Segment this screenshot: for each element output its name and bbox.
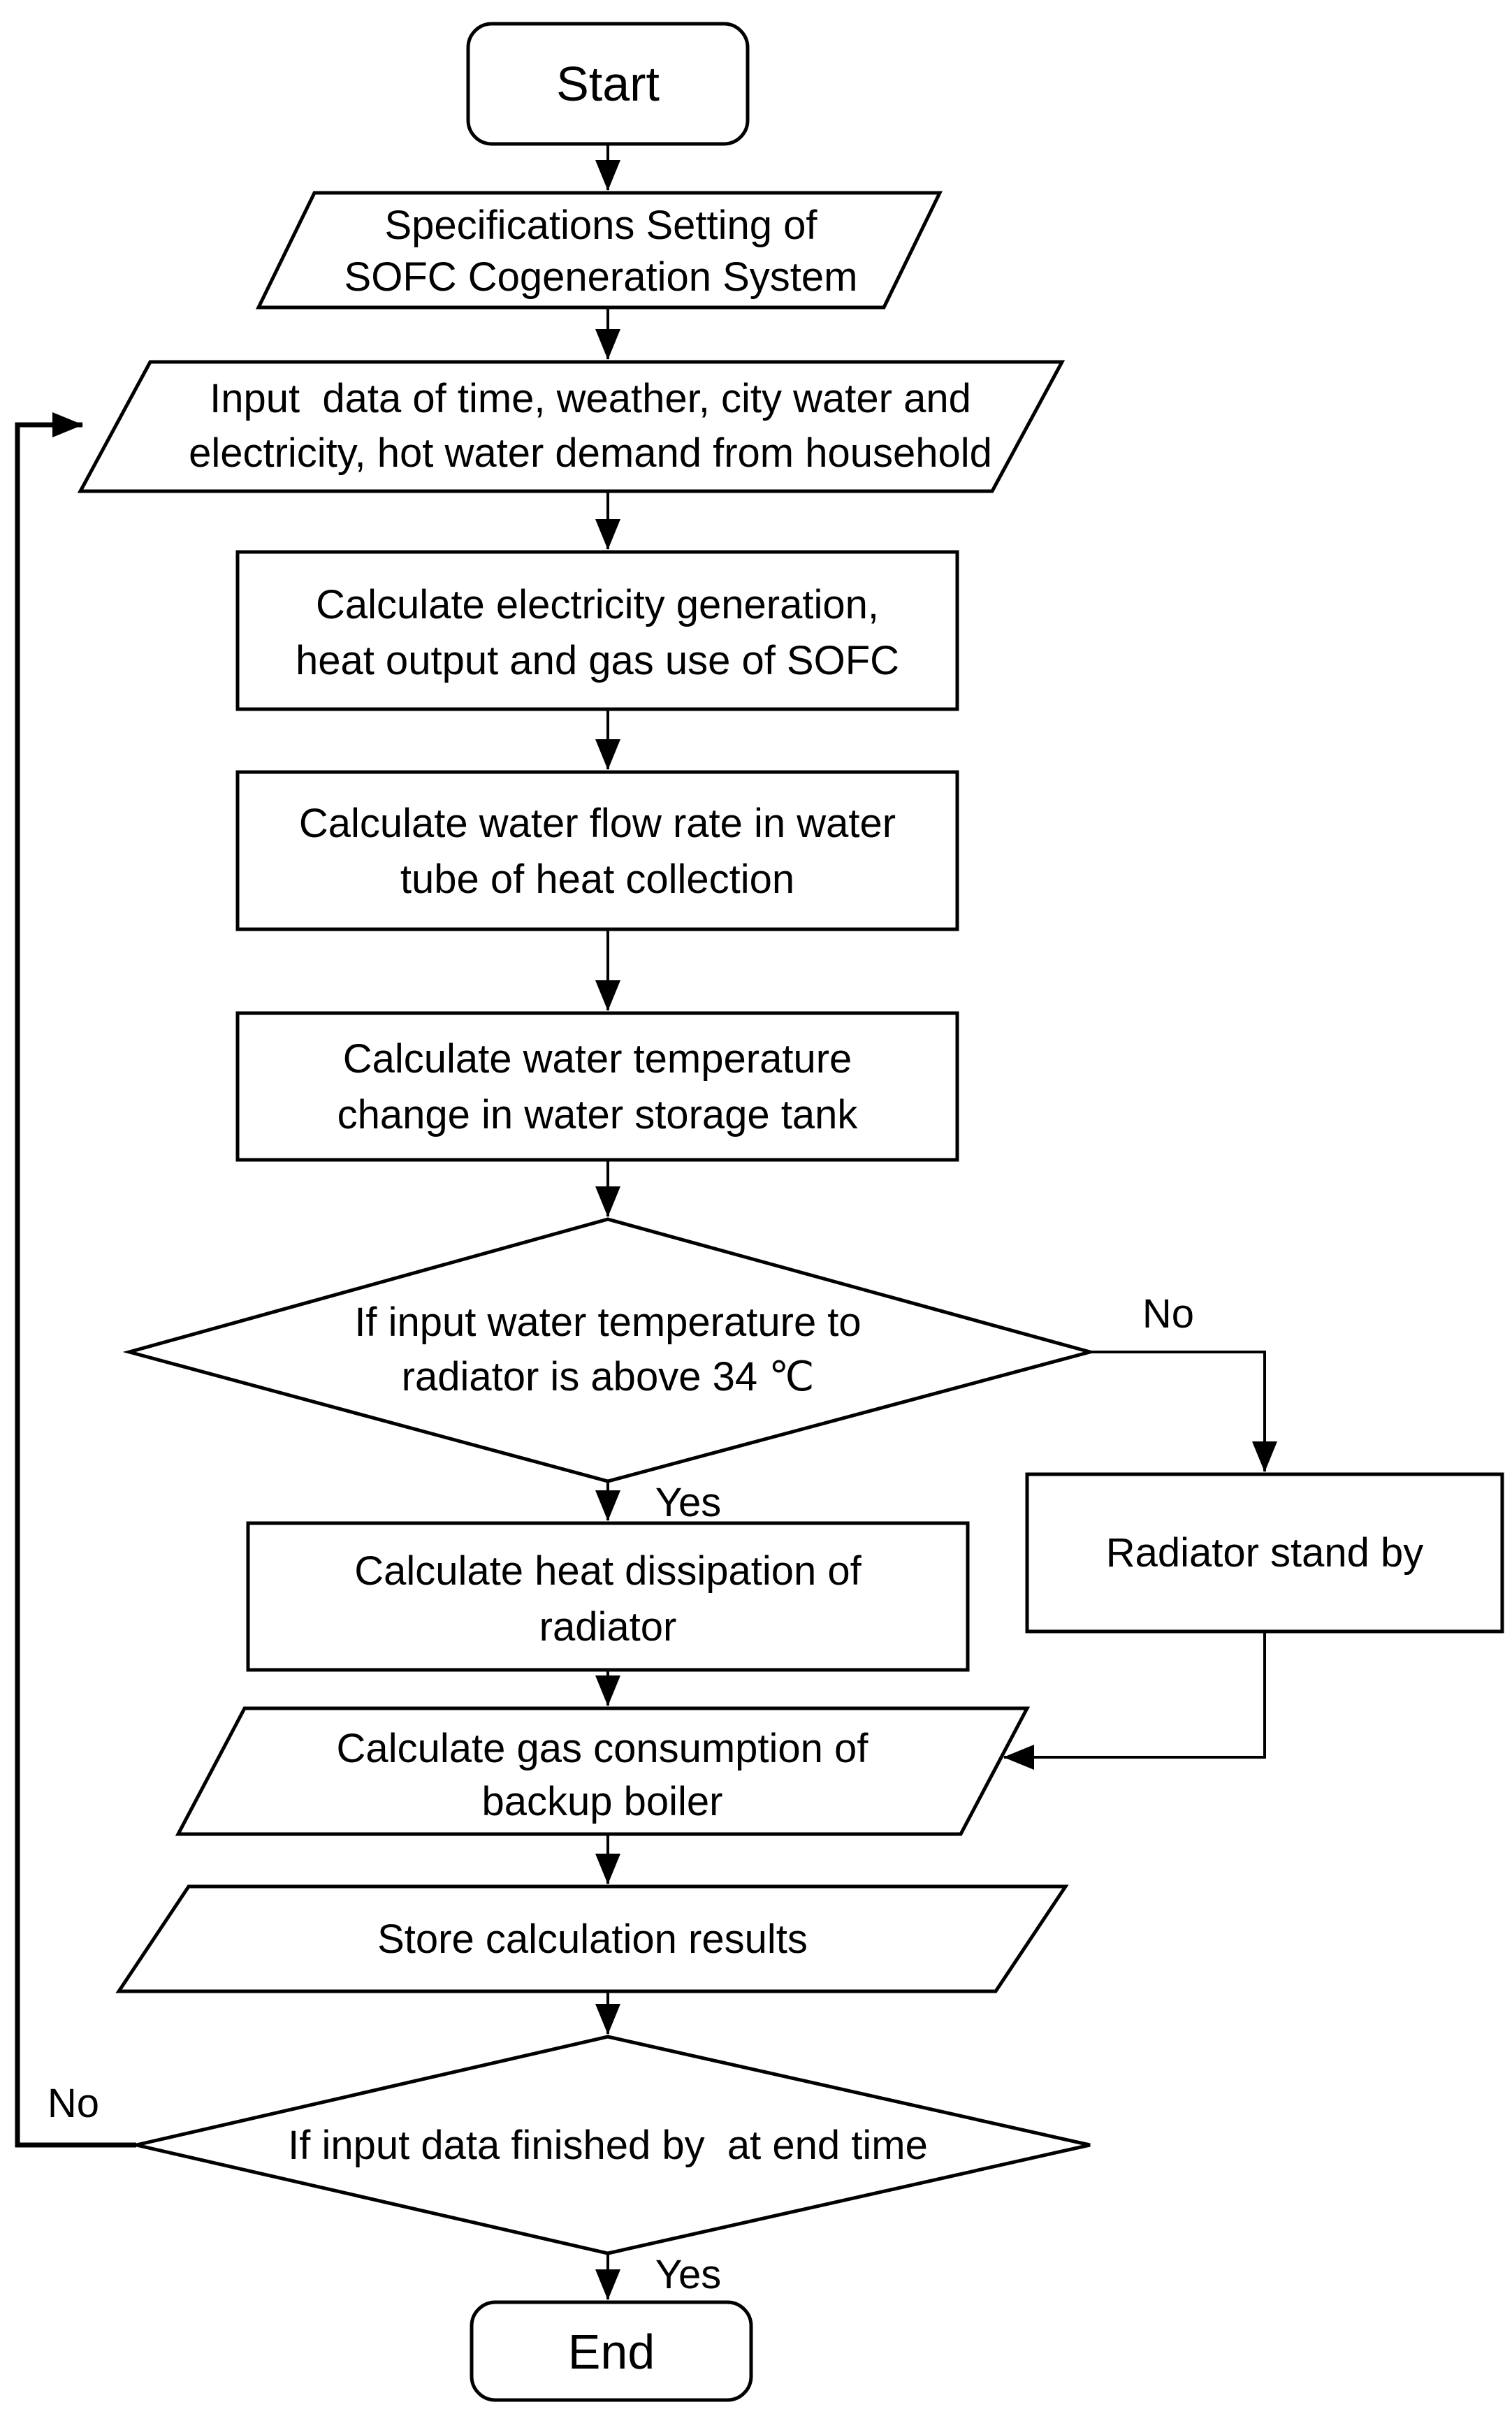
node-start: Start (466, 22, 750, 146)
calc-dissipation-process-shape (246, 1521, 970, 1672)
node-calc-temp: Calculate water temperature change in wa… (235, 1011, 959, 1162)
calc-flow-label-line1: Calculate water flow rate in water (299, 801, 896, 846)
store-results-label: Store calculation results (377, 1917, 808, 1962)
node-calc-gas: Calculate gas consumption of backup boil… (175, 1706, 1031, 1836)
node-spec-setting: Specifications Setting of SOFC Cogenerat… (255, 191, 943, 310)
decision-radiator-label-line2: radiator is above 34 ℃ (402, 1354, 815, 1399)
spec-setting-label-line1: Specifications Setting of (384, 203, 817, 248)
calc-temp-process-shape (235, 1011, 959, 1162)
calc-dissipation-label-line2: radiator (539, 1604, 677, 1650)
end-label: End (568, 2325, 655, 2379)
arrow-loop-no-to-input (15, 412, 136, 2148)
radiator-standby-process-shape (1025, 1472, 1504, 1634)
edge-label-end-no: No (48, 2081, 99, 2126)
calc-flow-label-line2: tube of heat collection (400, 857, 794, 902)
edge-label-radiator-yes: Yes (655, 1480, 722, 1525)
spec-setting-parallelogram-shape (255, 191, 943, 310)
node-input-data: Input data of time, weather, city water … (77, 360, 1066, 493)
calc-sofc-process-shape (235, 550, 959, 711)
arrow-decision-no-to-standby (1090, 1351, 1277, 1472)
node-decision-end: If input data finished by at end time (136, 2035, 1091, 2255)
store-results-parallelogram-shape (115, 1884, 1069, 1993)
decision-radiator-label-line1: If input water temperature to (354, 1300, 861, 1345)
start-terminator-shape (466, 22, 750, 146)
input-data-label-line1: Input data of time, weather, city water … (210, 376, 971, 421)
calc-temp-label-line2: change in water storage tank (337, 1092, 859, 1137)
decision-radiator-diamond-shape (122, 1217, 1097, 1483)
spec-setting-label-line2: SOFC Cogeneration System (344, 254, 858, 300)
connector-group (15, 144, 1277, 2300)
node-calc-sofc: Calculate electricity generation, heat o… (235, 550, 959, 711)
end-terminator-shape (470, 2300, 753, 2402)
input-data-label-line2: electricity, hot water demand from house… (189, 430, 992, 476)
edge-label-group: Yes No Yes No (48, 1291, 1194, 2297)
node-calc-flow: Calculate water flow rate in water tube … (235, 770, 959, 931)
node-calc-dissipation: Calculate heat dissipation of radiator (246, 1521, 970, 1672)
node-end: End (470, 2300, 753, 2402)
edge-label-radiator-no: No (1142, 1291, 1194, 1337)
calc-sofc-label-line2: heat output and gas use of SOFC (296, 638, 899, 683)
node-store-results: Store calculation results (115, 1884, 1069, 1993)
calc-gas-label-line2: backup boiler (482, 1779, 723, 1824)
calc-dissipation-label-line1: Calculate heat dissipation of (354, 1548, 862, 1594)
input-data-parallelogram-shape (77, 360, 1066, 493)
start-label: Start (556, 57, 660, 111)
edge-label-end-yes: Yes (655, 2252, 722, 2297)
decision-end-label: If input data finished by at end time (288, 2123, 928, 2168)
arrow-standby-to-gas (1003, 1631, 1266, 1770)
calc-temp-label-line1: Calculate water temperature (343, 1036, 852, 1082)
radiator-standby-label: Radiator stand by (1106, 1530, 1424, 1576)
calc-sofc-label-line1: Calculate electricity generation, (316, 582, 879, 627)
calc-gas-label-line1: Calculate gas consumption of (337, 1726, 869, 1771)
node-radiator-standby: Radiator stand by (1025, 1472, 1504, 1634)
node-decision-radiator: If input water temperature to radiator i… (122, 1217, 1097, 1483)
calc-flow-process-shape (235, 770, 959, 931)
decision-end-diamond-shape (136, 2035, 1091, 2255)
node-group: Start Specifications Setting of SOFC Cog… (77, 22, 1504, 2402)
calc-gas-parallelogram-shape (175, 1706, 1031, 1836)
